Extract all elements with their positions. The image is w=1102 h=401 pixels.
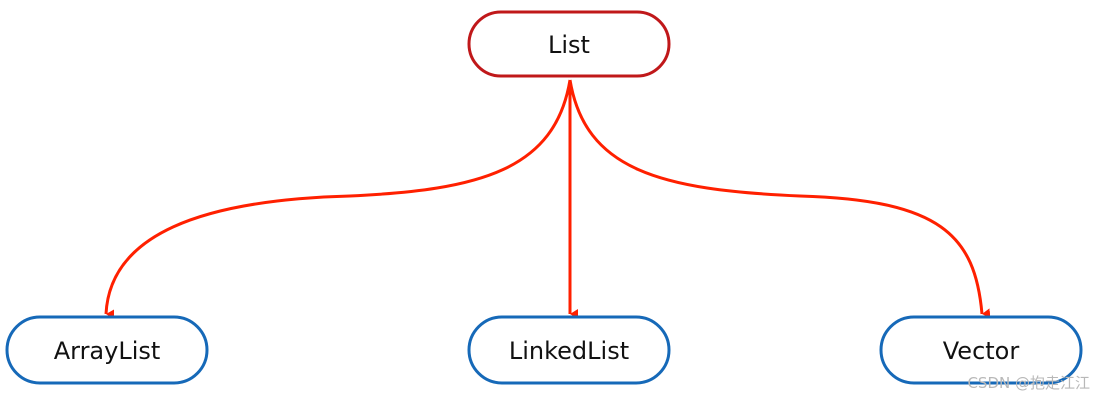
node-linkedlist: LinkedList [467, 315, 671, 385]
node-arraylist: ArrayList [5, 315, 209, 385]
node-list-label: List [548, 31, 590, 59]
node-arraylist-label: ArrayList [54, 337, 161, 365]
node-list: List [467, 10, 671, 78]
node-vector-label: Vector [943, 337, 1020, 365]
edge-list-to-vector [568, 79, 991, 319]
node-vector: Vector [879, 315, 1083, 385]
node-linkedlist-label: LinkedList [509, 337, 629, 365]
edge-list-to-arraylist [104, 79, 572, 320]
watermark-text: CSDN @抱走江江 [967, 374, 1090, 392]
